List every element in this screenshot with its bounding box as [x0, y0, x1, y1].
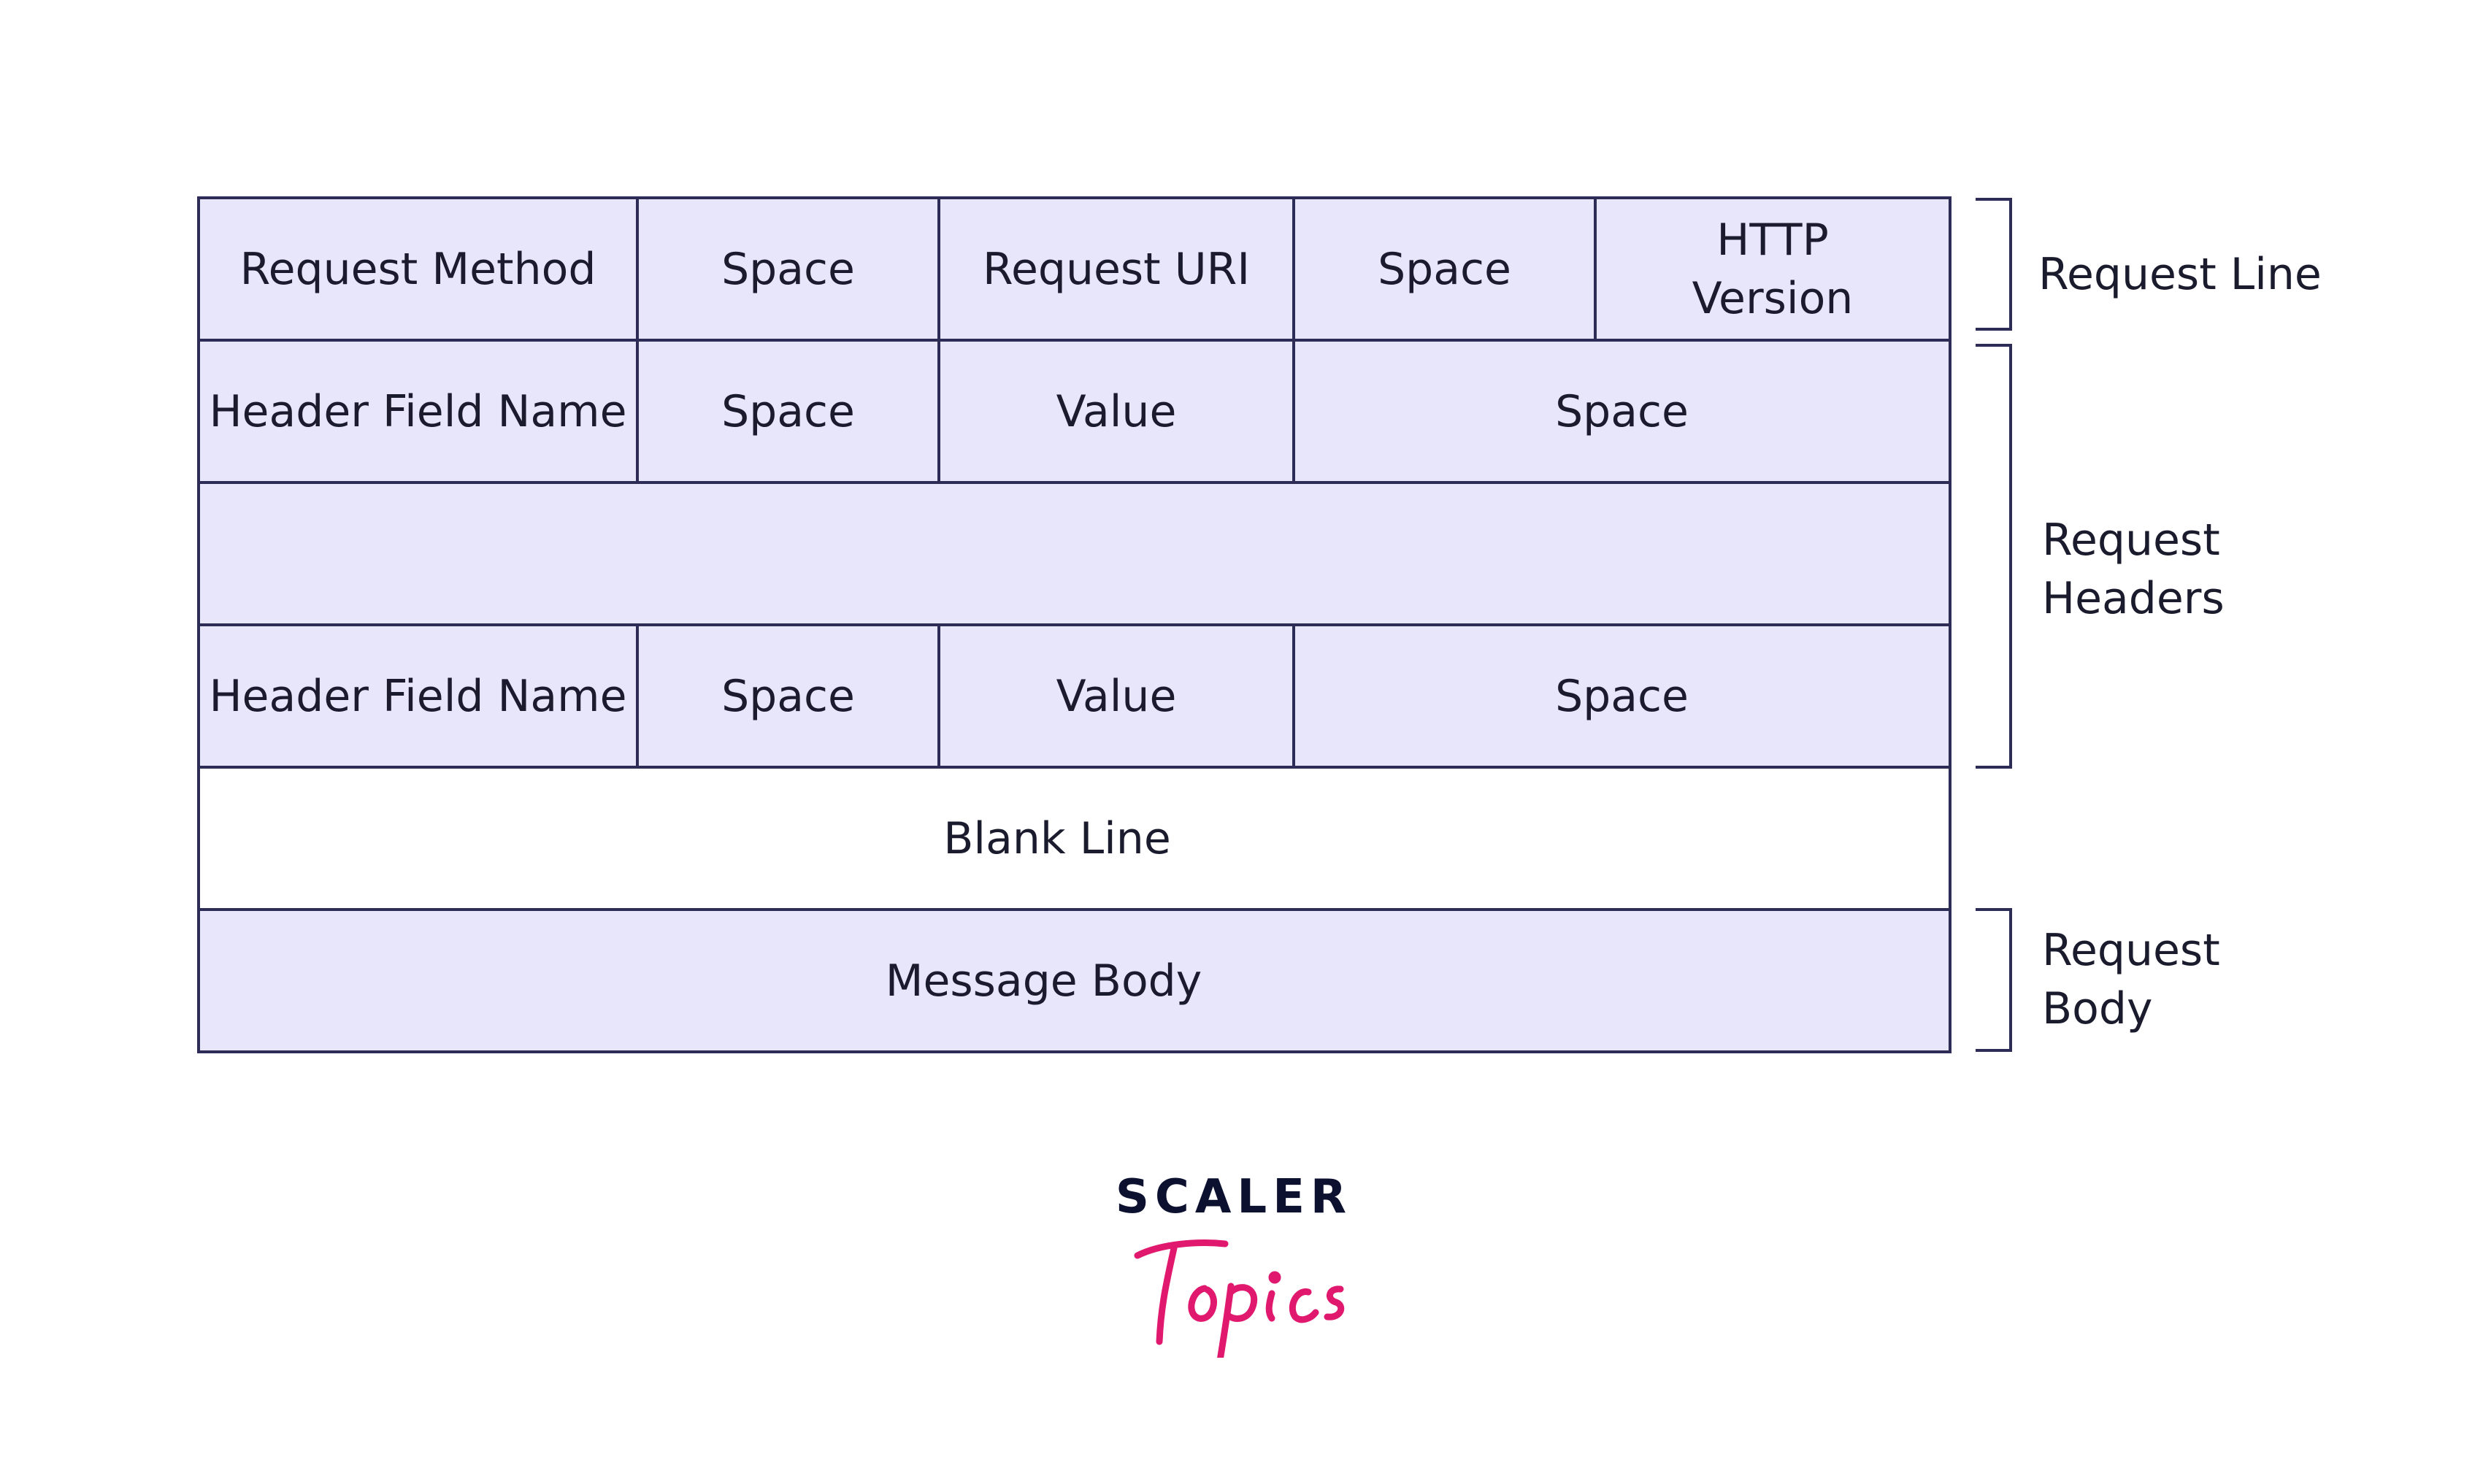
http-version-cell: HTTP Version	[1692, 214, 1854, 324]
header-value-cell-2: Value	[1056, 670, 1177, 722]
logo-wordmark: SCALER	[1115, 1170, 1353, 1224]
header-ellipsis-row-bg	[199, 483, 1950, 625]
header-space-cell-2a: Space	[721, 670, 855, 722]
scaler-topics-logo: SCALER	[1110, 1168, 1373, 1358]
header-field-name-cell-1: Header Field Name	[209, 385, 627, 437]
message-body-row-bg	[199, 910, 1950, 1052]
request-headers-bracket	[1976, 344, 2012, 769]
header-space-cell-2b: Space	[1555, 670, 1689, 722]
row-dividers	[199, 339, 1950, 911]
request-headers-label: Request Headers	[2042, 515, 2225, 624]
request-line-space-2-cell: Space	[1378, 243, 1511, 295]
header-row-1-bg	[199, 340, 1950, 483]
blank-line-cell: Blank Line	[943, 812, 1171, 864]
request-line-bracket	[1976, 198, 2012, 331]
blank-line-row-bg	[199, 767, 1950, 910]
header-row-2-bg	[199, 625, 1950, 767]
header-space-cell-1b: Space	[1555, 385, 1689, 437]
request-uri-cell: Request URI	[982, 243, 1251, 295]
header-field-name-cell-2: Header Field Name	[209, 670, 627, 722]
logo-script-drawing	[1134, 1239, 1345, 1358]
request-method-cell: Request Method	[239, 243, 596, 295]
request-body-label: Request Body	[2042, 925, 2220, 1034]
request-line-row-bg	[199, 198, 1950, 340]
header-space-cell-1a: Space	[721, 385, 855, 437]
request-line-label: Request Line	[2038, 249, 2322, 300]
message-body-cell: Message Body	[885, 955, 1202, 1007]
header-value-cell-1: Value	[1056, 385, 1177, 437]
column-dividers	[636, 198, 1597, 767]
request-line-space-1-cell: Space	[721, 243, 855, 295]
request-body-bracket	[1976, 908, 2012, 1052]
